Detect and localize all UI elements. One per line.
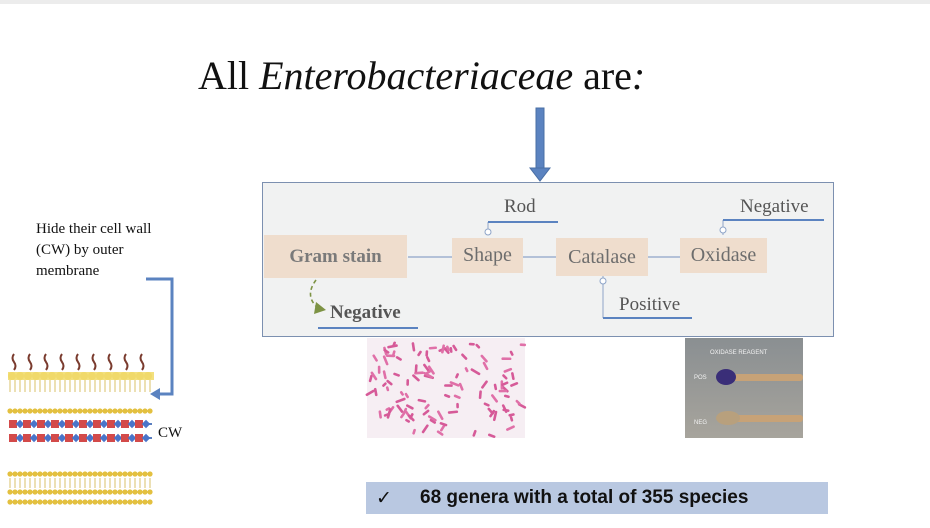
result-oxidase-negative: Negative [740, 196, 809, 217]
step-oxidase: Oxidase [680, 238, 767, 273]
oxidase-pos-label: POS [694, 375, 707, 381]
result-catalase-positive: Positive [619, 294, 681, 315]
oxidase-header: OXIDASE REAGENT [710, 350, 768, 356]
check-icon: ✓ [376, 487, 392, 509]
oxidase-neg-label: NEG [694, 420, 707, 426]
result-gram-negative: Negative [330, 302, 401, 323]
genera-banner: ✓ 68 genera with a total of 355 species [366, 482, 828, 514]
result-rod: Rod [504, 196, 536, 217]
side-note: Hide their cell wall (CW) by outer membr… [36, 221, 152, 279]
cw-label: CW [158, 425, 183, 441]
top-border [0, 0, 930, 4]
genera-text: 68 genera with a total of 355 species [420, 487, 749, 508]
title-arrow-head [528, 167, 552, 182]
slide-title: All Enterobacteriaceae are: [198, 53, 646, 98]
title-italic-family: Enterobacteriaceae [259, 53, 574, 98]
step-shape: Shape [452, 238, 523, 273]
step-gram-stain: Gram stain [264, 235, 407, 278]
side-arrow-line [146, 277, 174, 396]
step-catalase: Catalase [556, 238, 648, 276]
side-arrow-head [150, 388, 160, 400]
